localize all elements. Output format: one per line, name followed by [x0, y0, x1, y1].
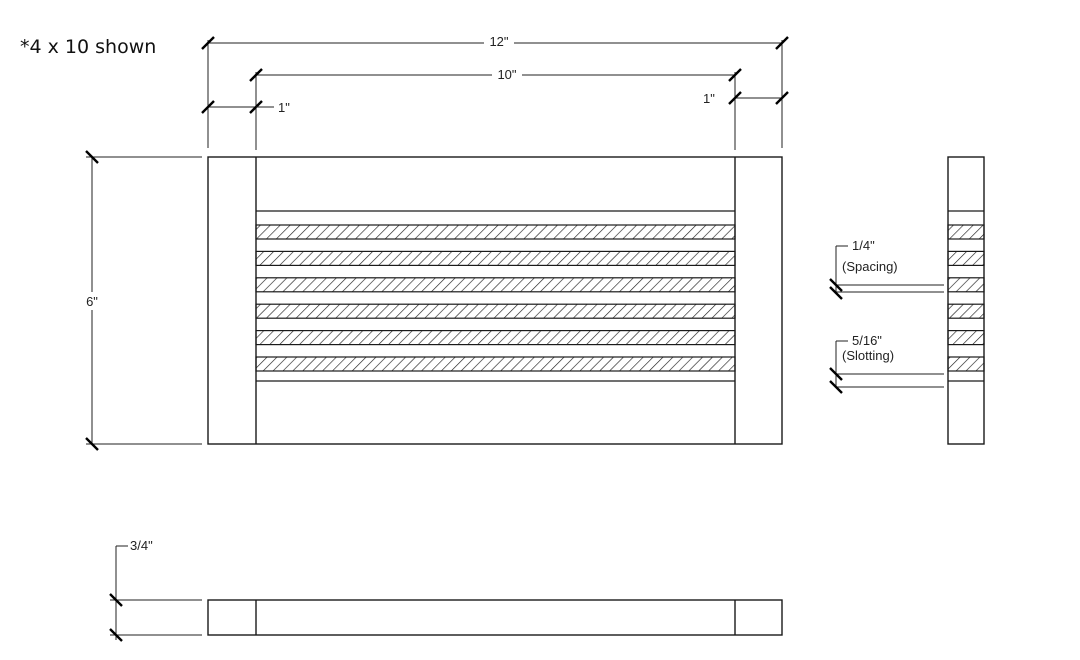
side-view — [947, 156, 985, 445]
inner-width-label: 10" — [497, 67, 516, 82]
spacing-callout: 1/4" (Spacing) — [829, 238, 944, 300]
side-outline — [947, 156, 985, 445]
slotting-value: 5/16" — [852, 333, 882, 348]
side-slots — [947, 210, 985, 382]
overall-width-dimension: 12" — [201, 33, 789, 148]
bottom-view — [207, 599, 783, 636]
panel-outline — [207, 156, 783, 445]
height-label: 6" — [86, 294, 98, 309]
side-slot — [947, 250, 985, 266]
side-slot — [947, 303, 985, 319]
spacing-value: 1/4" — [852, 238, 875, 253]
slotting-label: (Slotting) — [842, 348, 894, 363]
louver-slot — [255, 330, 736, 346]
inner-width-dimension: 10" — [249, 66, 742, 150]
right-stile-label: 1" — [703, 91, 715, 106]
louver-slot — [255, 277, 736, 293]
louver-slots — [255, 210, 736, 382]
shown-size-note: *4 x 10 shown — [20, 36, 157, 58]
louver-slot — [255, 356, 736, 372]
right-stile-dimension: 1" — [703, 91, 789, 106]
edge-outline — [207, 599, 783, 636]
side-slot — [947, 356, 985, 372]
louver-slot — [255, 250, 736, 266]
thickness-dimension: 3/4" — [109, 538, 202, 642]
spacing-label: (Spacing) — [842, 259, 898, 274]
overall-width-label: 12" — [489, 34, 508, 49]
side-slot — [947, 330, 985, 346]
front-view — [207, 156, 783, 445]
side-slot — [947, 277, 985, 293]
height-dimension: 6" — [82, 150, 202, 451]
left-stile-label: 1" — [278, 100, 290, 115]
louver-slot — [255, 303, 736, 319]
left-stile-dimension: 1" — [201, 100, 290, 115]
slotting-callout: 5/16" (Slotting) — [829, 333, 944, 394]
louver-slot — [255, 224, 736, 240]
side-slot — [947, 224, 985, 240]
thickness-label: 3/4" — [130, 538, 153, 553]
